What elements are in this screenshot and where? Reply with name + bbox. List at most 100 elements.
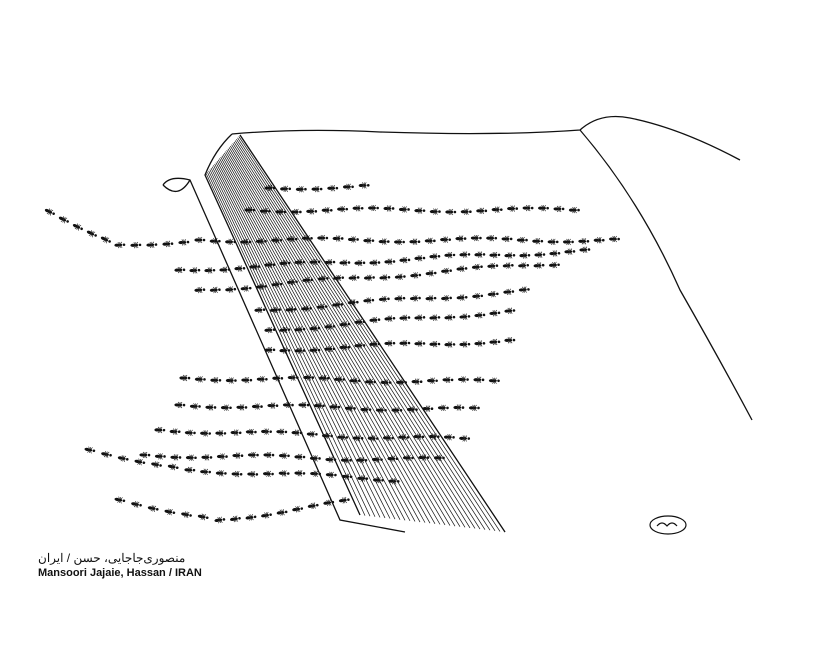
page-line: [225, 151, 446, 526]
ant-icon: [210, 377, 222, 384]
page-line: [226, 149, 451, 526]
ant-icon: [342, 183, 354, 191]
ant-icon: [215, 470, 227, 477]
ant-icon: [130, 241, 142, 249]
ant-icon: [255, 238, 267, 245]
ant-icon: [294, 259, 306, 266]
ant-icon: [276, 428, 288, 436]
ant-icon: [117, 455, 129, 462]
ant-icon: [259, 207, 271, 215]
page-line: [231, 144, 471, 529]
ant-icon: [279, 260, 291, 267]
page-line: [209, 169, 381, 518]
ant-icon: [402, 454, 414, 462]
ant-icon: [249, 263, 261, 270]
ant-icon: [240, 238, 252, 246]
ant-icon: [151, 461, 162, 469]
ant-icon: [609, 235, 620, 243]
ant-icon: [489, 309, 501, 317]
ant-icon: [189, 267, 201, 274]
ant-icon: [579, 246, 591, 254]
ant-icon: [363, 237, 375, 244]
ant-icon: [367, 435, 379, 442]
ant-icon: [225, 238, 237, 246]
ant-icon: [533, 262, 545, 269]
ant-icon: [58, 216, 69, 224]
ant-icon: [236, 404, 248, 411]
ant-icon: [264, 326, 276, 334]
ant-icon: [307, 502, 319, 510]
ant-icon: [114, 241, 126, 249]
ant-icon: [290, 208, 302, 216]
ant-icon: [380, 379, 392, 386]
page-line: [221, 155, 431, 524]
ant-icon: [414, 254, 426, 262]
ant-icon: [471, 263, 483, 271]
ant-icon: [261, 511, 272, 519]
page-line: [216, 161, 411, 522]
ant-icon: [444, 314, 456, 321]
ant-icon: [444, 251, 456, 259]
ant-icon: [564, 248, 576, 255]
ant-icon: [388, 478, 400, 485]
ant-icon: [44, 208, 55, 216]
ant-icon: [278, 470, 290, 477]
book-spine-right: [204, 133, 361, 516]
ant-icon: [474, 251, 486, 258]
ant-icon: [459, 251, 471, 258]
ant-icon: [225, 377, 237, 384]
ant-icon: [440, 236, 452, 243]
ant-icon: [251, 403, 263, 410]
ant-icon: [378, 238, 390, 245]
ant-icon: [553, 205, 565, 213]
ant-icon: [205, 404, 217, 411]
ant-icon: [379, 274, 391, 281]
ant-icon: [365, 378, 377, 386]
ant-icon: [427, 377, 438, 384]
ant-icon: [333, 274, 345, 282]
ant-icon: [387, 455, 399, 462]
ant-icon: [562, 238, 574, 246]
ant-icon: [114, 496, 126, 504]
ant-icon: [294, 347, 306, 354]
ant-icon: [324, 345, 336, 353]
ant-icon: [443, 433, 455, 441]
ant-icon: [409, 238, 421, 245]
ant-icon: [313, 402, 325, 409]
ant-icon: [347, 299, 359, 306]
page-line: [224, 152, 441, 525]
page-line: [233, 141, 481, 530]
ant-icon: [501, 235, 513, 243]
page-line: [239, 134, 506, 533]
ant-icon: [309, 258, 321, 266]
page-line: [234, 140, 486, 530]
ant-icon: [189, 403, 201, 410]
ant-icon: [548, 261, 560, 269]
ant-icon: [164, 508, 176, 516]
ant-icon: [382, 434, 394, 442]
ant-icon: [358, 182, 370, 189]
ant-icon: [282, 401, 294, 409]
ant-icon: [317, 275, 329, 282]
ant-trails: [44, 182, 620, 524]
ant-icon: [200, 430, 212, 437]
ant-icon: [459, 313, 471, 320]
ant-icon: [245, 428, 257, 436]
ant-icon: [219, 266, 231, 274]
ant-icon: [429, 314, 441, 321]
ant-icon: [357, 475, 369, 482]
ant-icon: [399, 314, 411, 322]
ant-icon: [372, 476, 384, 484]
ant-icon: [502, 262, 514, 269]
ant-icon: [200, 468, 212, 476]
ant-icon: [456, 294, 468, 301]
ant-icon: [232, 452, 244, 459]
ant-icon: [184, 429, 196, 437]
ant-icon: [360, 406, 372, 413]
ant-icon: [371, 456, 383, 463]
ant-icon: [339, 259, 351, 267]
ant-icon: [410, 272, 422, 279]
ant-icon: [532, 238, 544, 245]
ant-icon: [428, 433, 440, 440]
ant-icon: [424, 237, 436, 244]
